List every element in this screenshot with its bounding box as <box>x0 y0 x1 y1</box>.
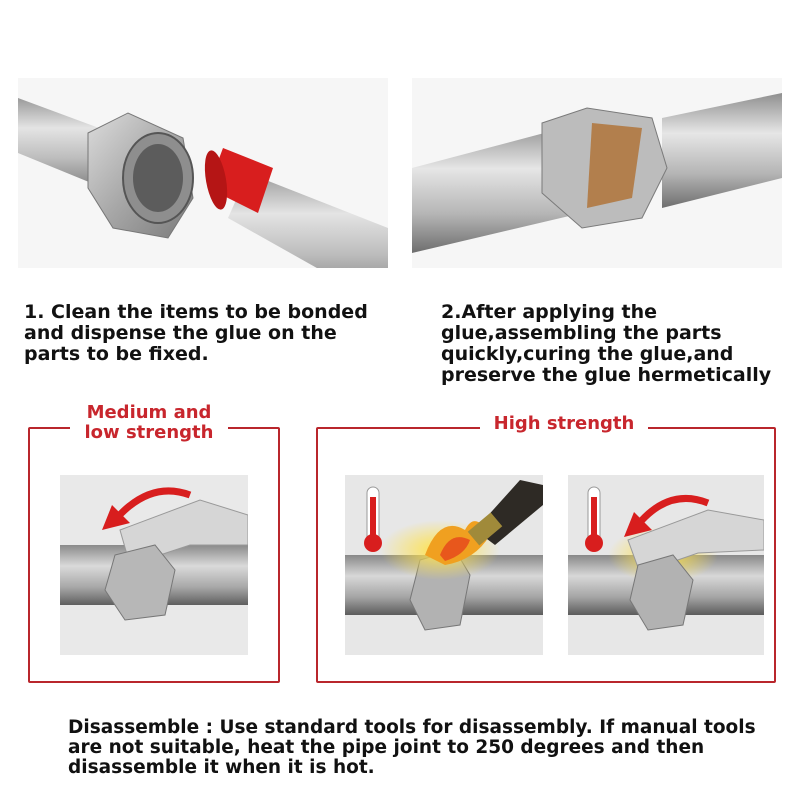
high-strength-label: High strength <box>480 414 648 434</box>
step1-text: 1. Clean the items to be bonded and disp… <box>24 301 368 365</box>
medium-strength-image <box>60 475 248 655</box>
step1-image <box>18 78 388 268</box>
disassemble-instructions: Disassemble : Use standard tools for dis… <box>68 717 756 778</box>
hex-fitting <box>87 112 194 239</box>
medium-label-line1: Medium and <box>86 402 212 423</box>
torch-heating-image <box>345 475 543 655</box>
hex-fitting <box>541 107 668 229</box>
medium-strength-label: Medium and low strength <box>70 403 228 443</box>
arrow-icon <box>102 487 192 530</box>
medium-label-line2: low strength <box>84 422 214 443</box>
step2-image <box>412 78 782 268</box>
step2-text: 2.After applying the glue,assembling the… <box>441 301 772 386</box>
thermometer-icon <box>585 486 603 552</box>
arrow-icon <box>624 494 710 537</box>
right-pipe <box>204 148 388 268</box>
thermometer-icon <box>364 486 382 552</box>
torch-icon <box>467 480 543 546</box>
hot-disassembly-image <box>568 475 764 655</box>
